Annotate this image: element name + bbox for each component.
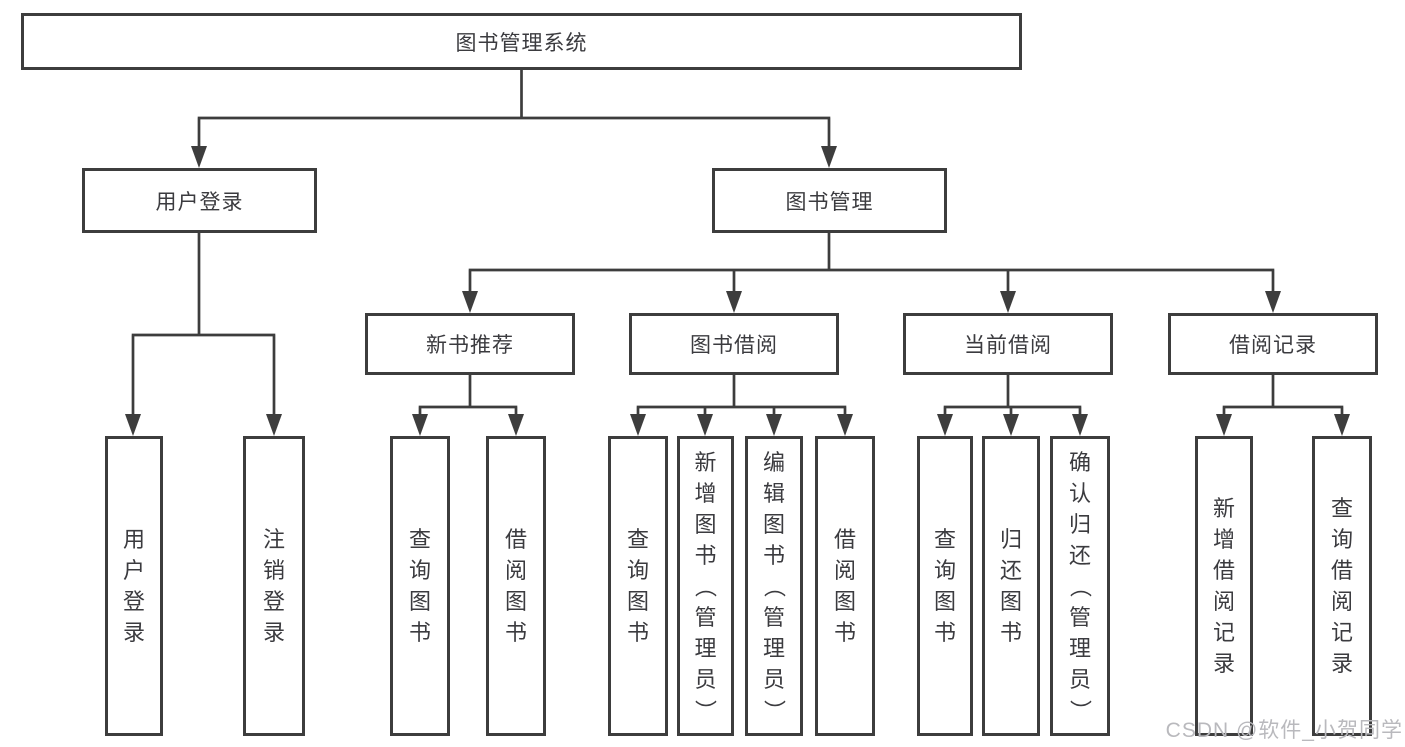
connector-current-borrowing <box>943 375 1082 416</box>
node-leaf-user-login: 用户登录 <box>105 436 163 736</box>
node-leaf-add-borrow-record: 新增借阅记录 <box>1195 436 1253 736</box>
node-leaf-return-books: 归还图书 <box>982 436 1040 736</box>
node-leaf-query-books-borrowing: 查询图书 <box>608 436 668 736</box>
node-leaf-add-book-admin: 新增图书（管理员） <box>677 436 734 736</box>
connector-borrowing-records <box>1222 375 1344 416</box>
node-leaf-query-borrow-record: 查询借阅记录 <box>1312 436 1372 736</box>
node-leaf-logout: 注销登录 <box>243 436 305 736</box>
node-leaf-query-books-current: 查询图书 <box>917 436 973 736</box>
node-leaf-borrow-books: 借阅图书 <box>815 436 875 736</box>
csdn-watermark: CSDN @软件_小贺同学 <box>1165 719 1403 742</box>
arrowheads <box>125 146 1350 436</box>
node-book-borrowing: 图书借阅 <box>629 313 839 375</box>
connector-user-login <box>131 233 276 416</box>
connector-book-borrowing <box>636 375 847 416</box>
node-leaf-confirm-return-admin: 确认归还（管理员） <box>1050 436 1110 736</box>
node-leaf-query-books-recommend: 查询图书 <box>390 436 450 736</box>
node-current-borrowing: 当前借阅 <box>903 313 1113 375</box>
node-user-login: 用户登录 <box>82 168 317 233</box>
connector-new-book-recommendation <box>418 375 518 416</box>
connector-book-management <box>468 233 1275 292</box>
node-book-management: 图书管理 <box>712 168 947 233</box>
node-leaf-borrow-books-recommend: 借阅图书 <box>486 436 546 736</box>
node-new-book-recommendation: 新书推荐 <box>365 313 575 375</box>
node-borrowing-records: 借阅记录 <box>1168 313 1378 375</box>
connector-root <box>197 70 831 148</box>
node-library-management-system: 图书管理系统 <box>21 13 1022 70</box>
node-leaf-edit-book-admin: 编辑图书（管理员） <box>745 436 803 736</box>
